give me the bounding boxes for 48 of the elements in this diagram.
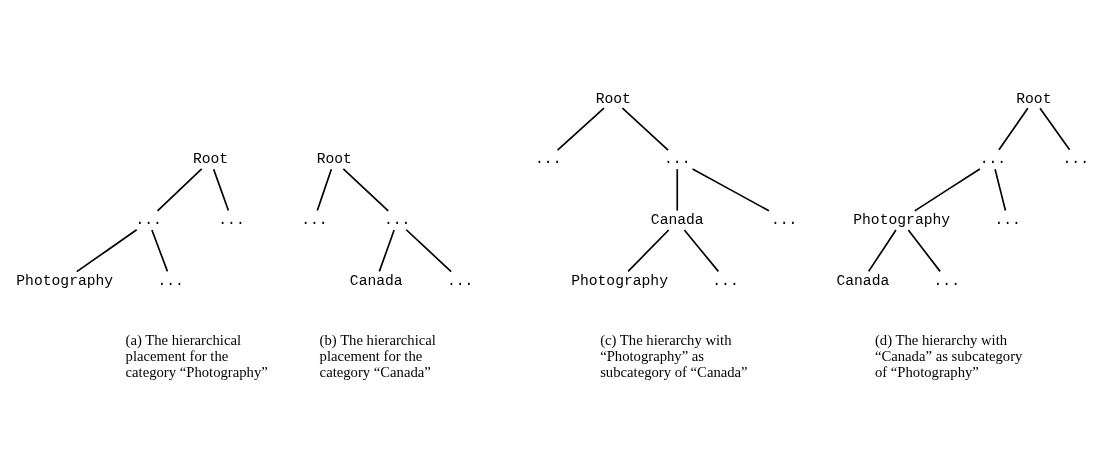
connector	[907, 229, 941, 273]
connector	[1039, 107, 1071, 151]
node-text: Canada	[836, 273, 890, 289]
node-text: Photography	[571, 273, 668, 289]
connector	[378, 229, 395, 273]
node-text: Root	[595, 90, 631, 107]
connector	[342, 168, 390, 212]
connector	[676, 168, 679, 212]
label: (d) The hierarchy with “Canada” as subcategory of “Photography”	[874, 332, 1023, 380]
connector	[691, 168, 770, 212]
node-text: ...	[218, 212, 245, 229]
label: (c) The hierarchy with “Photography” as subcategory of “Canada”	[600, 332, 748, 380]
node-text: ...	[933, 273, 960, 289]
connector	[405, 228, 452, 273]
connector	[621, 107, 669, 151]
node-text: Photography	[16, 273, 114, 289]
node-text: ...	[979, 151, 1007, 168]
connector	[556, 107, 605, 151]
node-text: Photography	[853, 212, 951, 229]
connector	[998, 107, 1029, 151]
connector	[75, 228, 138, 273]
node-text: ...	[771, 212, 798, 229]
connector	[994, 168, 1007, 212]
label: (a) The hierarchical placement for the category “Photography”	[125, 332, 268, 380]
connector	[212, 168, 230, 212]
node-text: ...	[712, 273, 739, 289]
connector	[867, 229, 897, 273]
node-text: ...	[535, 151, 562, 168]
node-text: Root	[316, 151, 352, 168]
node-text: ...	[301, 212, 328, 229]
node-text: ...	[384, 212, 411, 229]
connector	[151, 229, 169, 273]
connector	[156, 168, 203, 212]
connector	[683, 229, 720, 273]
node-text: ...	[664, 151, 691, 168]
node-text: ...	[135, 212, 162, 229]
connector	[627, 229, 670, 273]
node-text: Canada	[650, 212, 704, 229]
node-text: Root	[192, 151, 229, 168]
node-text: Canada	[349, 273, 403, 289]
label: (b) The hierarchical placement for the category “Canada”	[319, 332, 436, 380]
connector	[316, 168, 333, 212]
connector	[913, 168, 981, 212]
node-text: ...	[157, 273, 184, 289]
node-text: ...	[446, 273, 474, 289]
node-text: ...	[994, 212, 1021, 229]
node-text: Root	[1016, 90, 1052, 107]
node-text: ...	[1062, 151, 1089, 168]
